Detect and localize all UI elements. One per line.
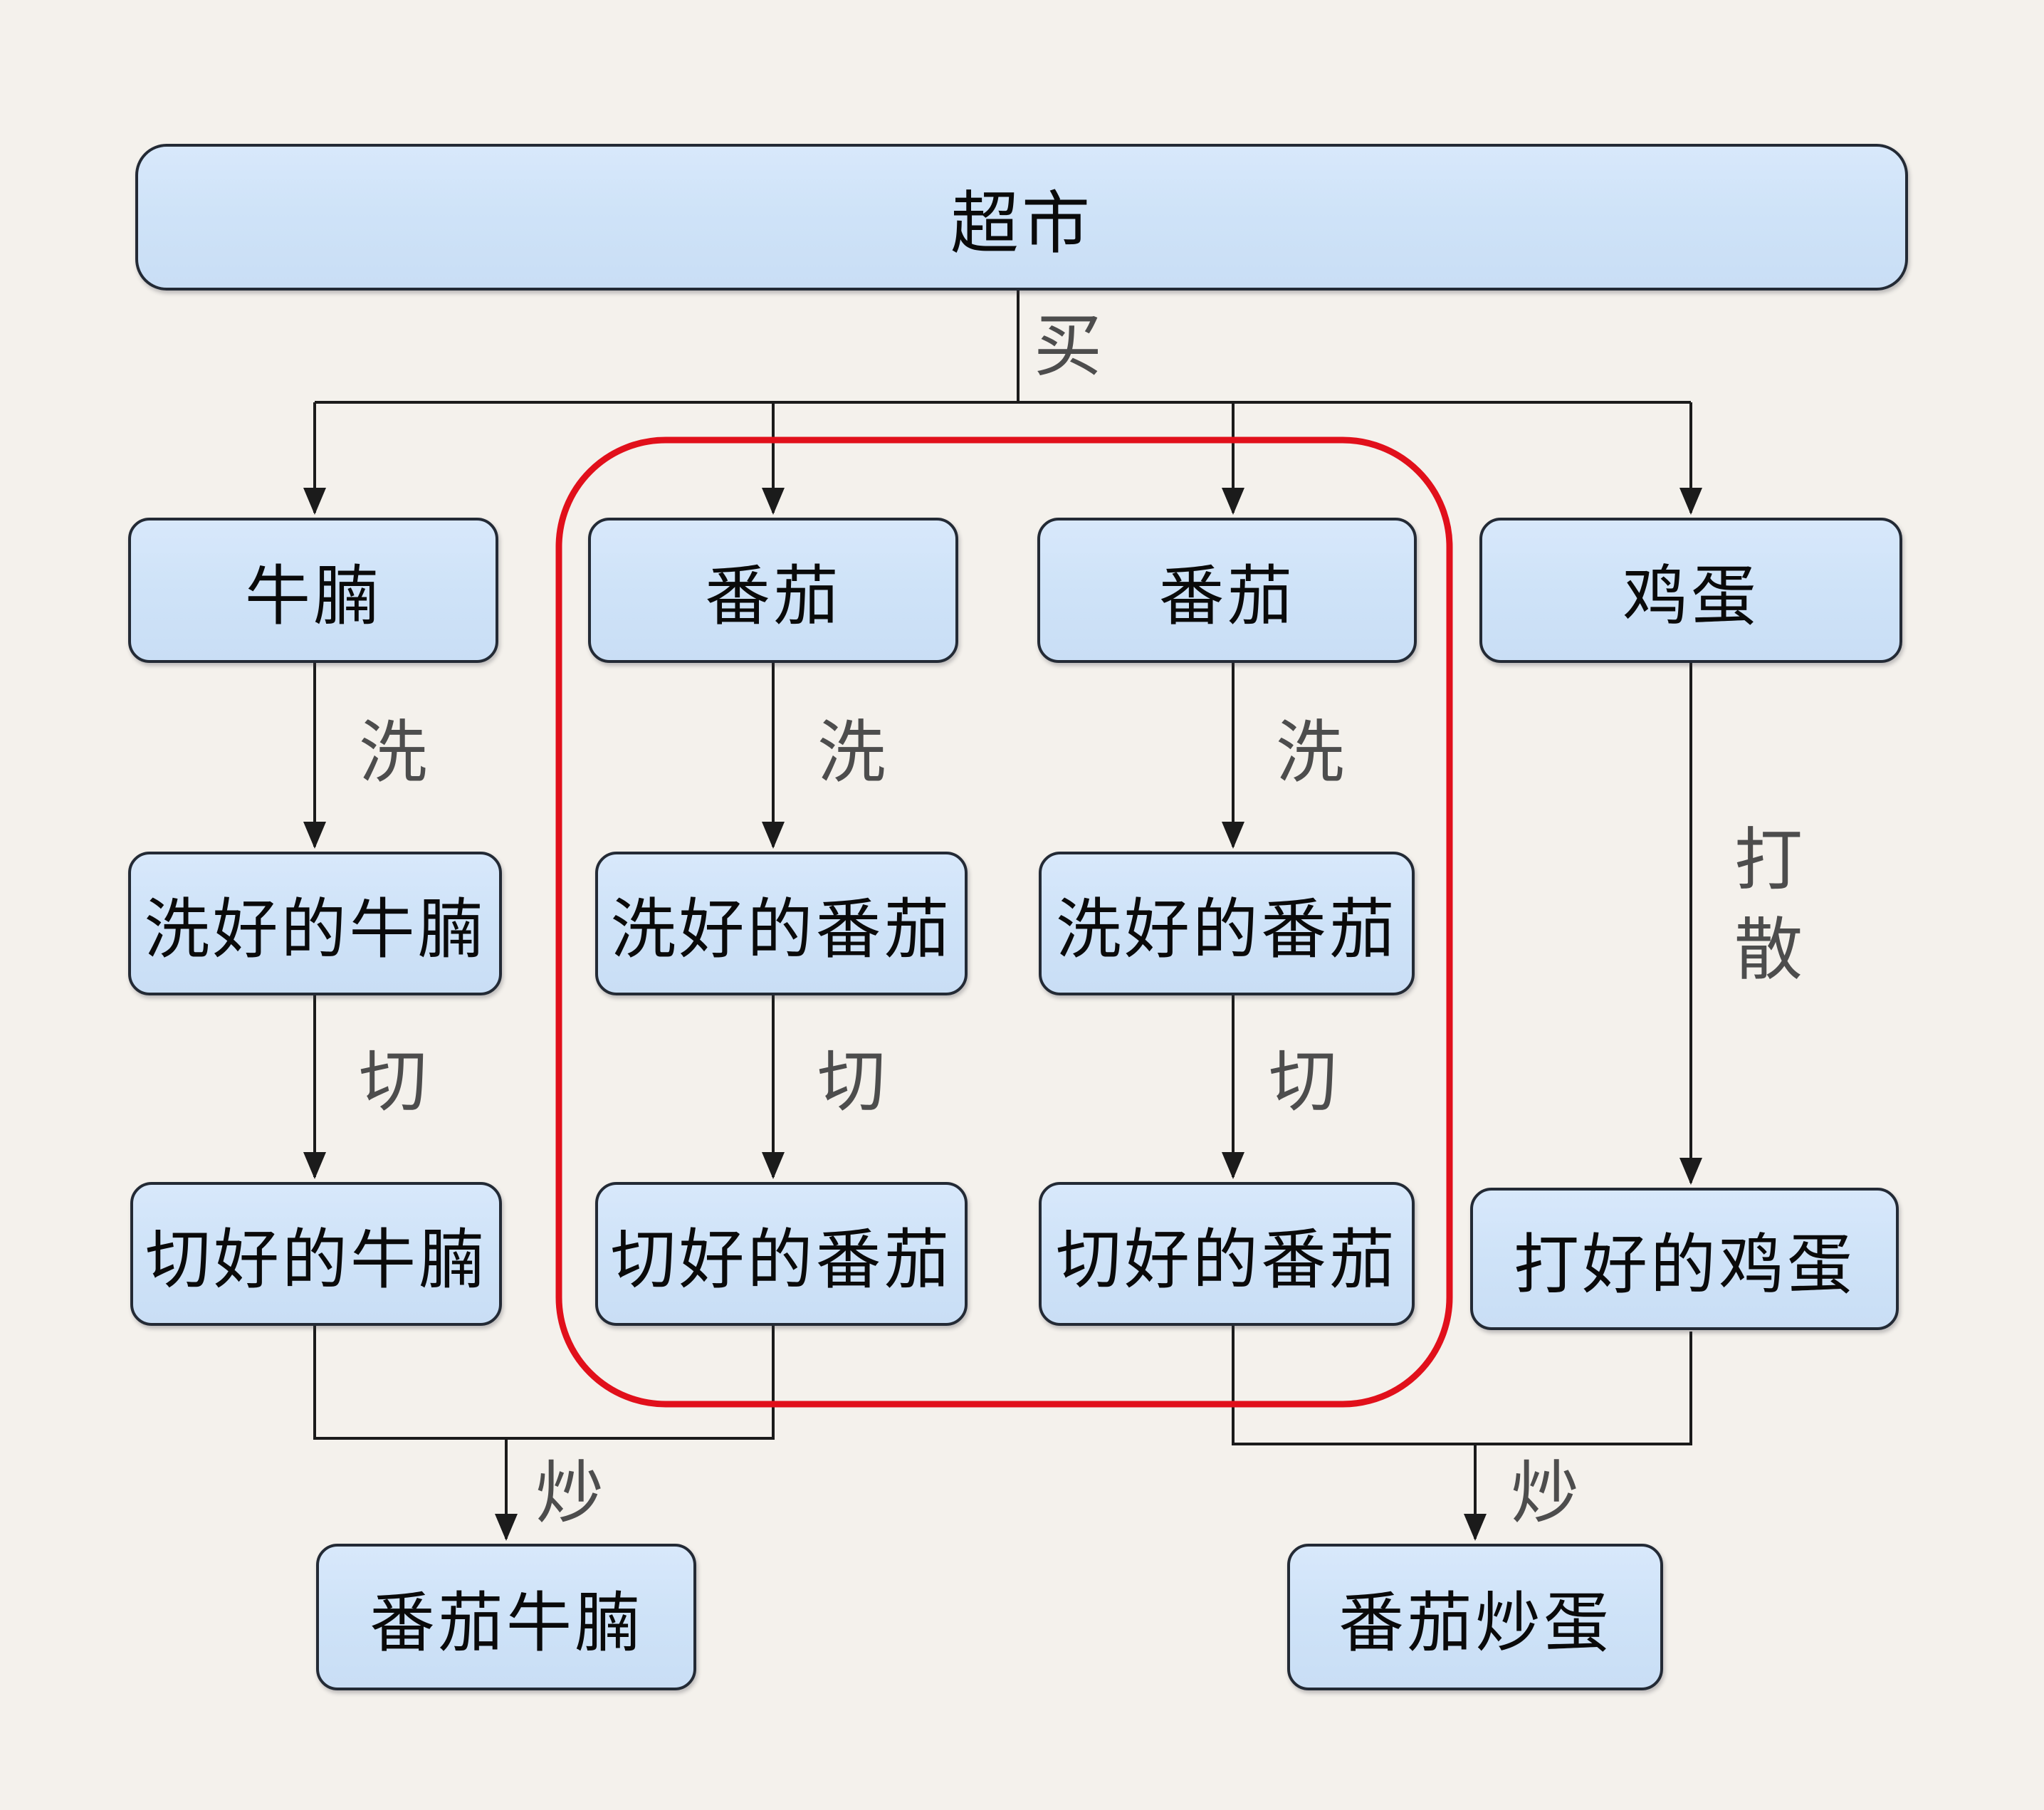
- edge-label-wash-tomato-2: 洗: [1276, 715, 1344, 791]
- node-washed-tomato-1-label: 洗好的番茄: [610, 893, 953, 966]
- node-dish-tomato-egg: 番茄炒蛋: [1287, 1544, 1663, 1690]
- node-washed-beef: 洗好的牛腩: [128, 852, 502, 995]
- edge-label-fry-tomato-egg: 炒: [1511, 1455, 1579, 1532]
- edge-label-beat-line1: 打: [1734, 822, 1803, 899]
- node-cut-tomato-2-label: 切好的番茄: [1055, 1223, 1398, 1297]
- edge-label-cut-tomato-1: 切: [817, 1044, 886, 1120]
- node-beef-label: 牛腩: [244, 560, 382, 633]
- node-washed-tomato-1: 洗好的番茄: [595, 852, 968, 995]
- edge-label-fry-beef-tomato: 炒: [535, 1455, 604, 1532]
- node-washed-tomato-2-label: 洗好的番茄: [1055, 893, 1398, 966]
- node-dish-tomato-beef: 番茄牛腩: [316, 1544, 696, 1690]
- node-beef: 牛腩: [128, 518, 498, 663]
- node-cut-beef-label: 切好的牛腩: [145, 1223, 487, 1297]
- node-tomato-2-label: 番茄: [1158, 560, 1296, 633]
- edge-label-wash-beef: 洗: [359, 715, 427, 791]
- node-tomato-1: 番茄: [588, 518, 958, 663]
- node-washed-tomato-2: 洗好的番茄: [1039, 852, 1415, 995]
- node-cut-beef: 切好的牛腩: [130, 1182, 502, 1326]
- node-dish-tomato-egg-label: 番茄炒蛋: [1338, 1586, 1612, 1660]
- edge-label-beat-egg: 打 散: [1734, 827, 1803, 985]
- node-dish-tomato-beef-label: 番茄牛腩: [369, 1586, 643, 1660]
- edge-label-beat-line2: 散: [1734, 912, 1803, 988]
- node-supermarket: 超市: [135, 144, 1908, 291]
- node-beaten-egg: 打好的鸡蛋: [1470, 1188, 1899, 1330]
- node-beaten-egg-label: 打好的鸡蛋: [1513, 1228, 1855, 1302]
- node-tomato-2: 番茄: [1037, 518, 1417, 663]
- highlight-outline-tomato-columns: [555, 436, 1453, 1408]
- node-tomato-1-label: 番茄: [704, 560, 842, 633]
- node-cut-tomato-2: 切好的番茄: [1039, 1182, 1415, 1326]
- node-supermarket-label: 超市: [950, 185, 1093, 262]
- node-cut-tomato-1-label: 切好的番茄: [610, 1223, 953, 1297]
- edge-label-cut-beef: 切: [359, 1044, 427, 1120]
- edge-merge-tomato-egg: [1232, 1326, 1692, 1445]
- edge-merge-beef-tomato: [313, 1326, 775, 1440]
- node-egg-label: 鸡蛋: [1622, 560, 1759, 633]
- node-washed-beef-label: 洗好的牛腩: [144, 893, 486, 966]
- node-cut-tomato-1: 切好的番茄: [595, 1182, 968, 1326]
- edge-label-cut-tomato-2: 切: [1269, 1044, 1337, 1120]
- node-egg: 鸡蛋: [1479, 518, 1902, 663]
- edge-label-wash-tomato-1: 洗: [817, 715, 886, 791]
- edge-label-buy: 买: [1034, 308, 1102, 385]
